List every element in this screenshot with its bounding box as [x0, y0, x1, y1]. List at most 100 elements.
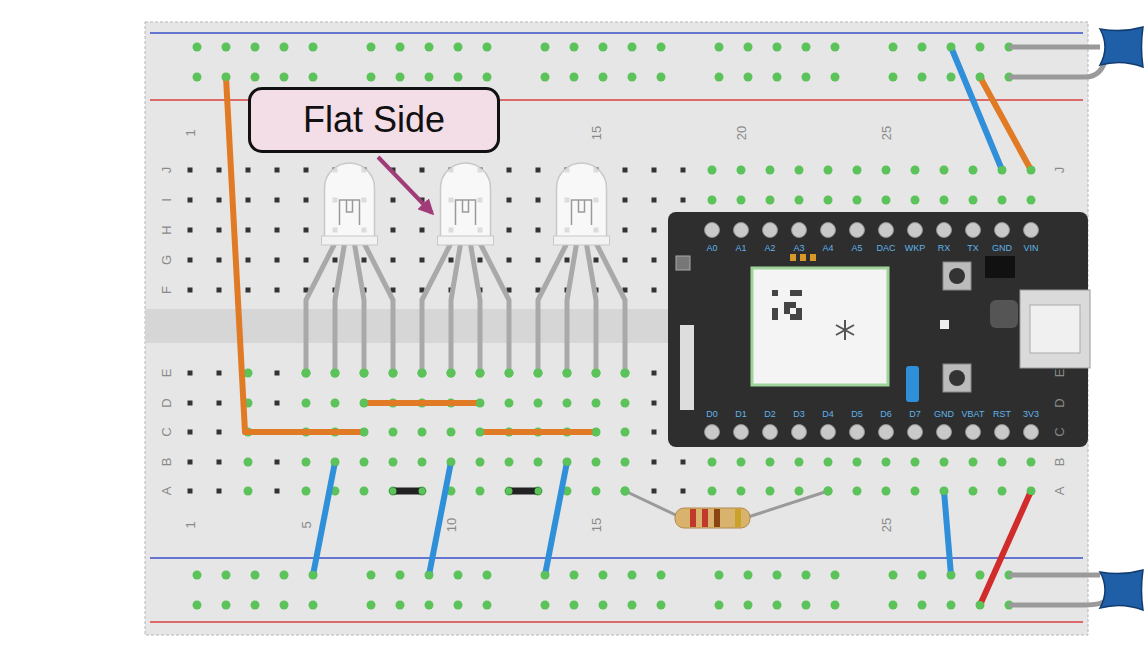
connected-hole [476, 487, 485, 496]
connected-hole [367, 571, 376, 580]
connected-hole [882, 458, 891, 467]
led-dome [325, 163, 375, 244]
logo-star [836, 325, 854, 335]
hole [507, 168, 512, 173]
header-pin [705, 223, 720, 238]
connected-hole [737, 196, 746, 205]
hole [652, 228, 657, 233]
wire-end [331, 458, 339, 466]
connected-hole [708, 487, 717, 496]
hole [652, 288, 657, 293]
header-pin [792, 425, 807, 440]
connected-hole [592, 458, 601, 467]
connected-hole [505, 399, 514, 408]
connected-hole [708, 196, 717, 205]
connected-hole [940, 196, 949, 205]
hole [217, 460, 222, 465]
jumper-wire [509, 488, 538, 495]
column-number: 10 [445, 518, 458, 532]
pin-label: GND [992, 244, 1012, 253]
connected-hole [657, 571, 666, 580]
connected-hole [280, 43, 289, 52]
wire-end [976, 601, 984, 609]
hole [652, 198, 657, 203]
pin-label: D3 [793, 410, 805, 419]
led-flange [554, 236, 610, 245]
hole [188, 430, 193, 435]
hole [391, 228, 396, 233]
connected-hole [389, 369, 398, 378]
connected-hole [744, 73, 753, 82]
logo-star [836, 325, 854, 335]
connected-hole [918, 601, 927, 610]
leg-end [447, 369, 456, 378]
connected-hole [331, 369, 340, 378]
hole [275, 371, 280, 376]
blue-wire [545, 462, 567, 575]
hole [275, 228, 280, 233]
connected-hole [831, 601, 840, 610]
qr-cell [772, 314, 778, 320]
led-die [340, 200, 360, 225]
hole [188, 489, 193, 494]
row-letter: H [160, 225, 173, 234]
lead-end [621, 487, 630, 496]
hole [246, 168, 251, 173]
connected-hole [889, 73, 898, 82]
header-pin [995, 223, 1010, 238]
connected-hole [570, 571, 579, 580]
qr-cell [772, 308, 778, 314]
row-letter: F [160, 286, 173, 294]
hole [420, 228, 425, 233]
hole [217, 401, 222, 406]
connected-hole [251, 571, 260, 580]
blue-part [906, 366, 919, 402]
hole [565, 258, 570, 263]
connected-hole [483, 601, 492, 610]
resistor-band [702, 509, 708, 527]
connected-hole [889, 601, 898, 610]
connected-hole [998, 458, 1007, 467]
status-led [676, 256, 690, 270]
connected-hole [425, 43, 434, 52]
connected-hole [251, 43, 260, 52]
row-letter: J [1053, 167, 1066, 174]
connected-hole [911, 196, 920, 205]
led-leg [481, 244, 510, 373]
resistor-body [675, 508, 750, 528]
power-lead [1009, 57, 1106, 77]
connected-hole [599, 571, 608, 580]
connected-hole [302, 369, 311, 378]
wire-end [592, 428, 600, 436]
connected-hole [1027, 458, 1036, 467]
pin-label: A3 [793, 244, 804, 253]
led-leg [538, 244, 567, 373]
connected-hole [396, 571, 405, 580]
connected-hole [222, 571, 231, 580]
hole [304, 258, 309, 263]
antenna-connector [680, 325, 694, 410]
connected-hole [396, 73, 405, 82]
connected-hole [853, 166, 862, 175]
connected-hole [599, 73, 608, 82]
led-leg [422, 244, 451, 373]
led-leg [587, 244, 597, 373]
hole [681, 489, 686, 494]
connected-hole [744, 571, 753, 580]
connected-hole [244, 458, 253, 467]
connected-hole [715, 43, 724, 52]
button-cap [949, 268, 965, 284]
connected-hole [476, 458, 485, 467]
connected-hole [889, 571, 898, 580]
hole [188, 460, 193, 465]
connected-hole [882, 166, 891, 175]
qr-cell [784, 302, 790, 308]
pin-label: D4 [822, 410, 834, 419]
connected-hole [309, 601, 318, 610]
connected-hole [483, 73, 492, 82]
connected-hole [940, 458, 949, 467]
header-pin [995, 425, 1010, 440]
connected-hole [251, 73, 260, 82]
connected-hole [744, 43, 753, 52]
hole [217, 198, 222, 203]
